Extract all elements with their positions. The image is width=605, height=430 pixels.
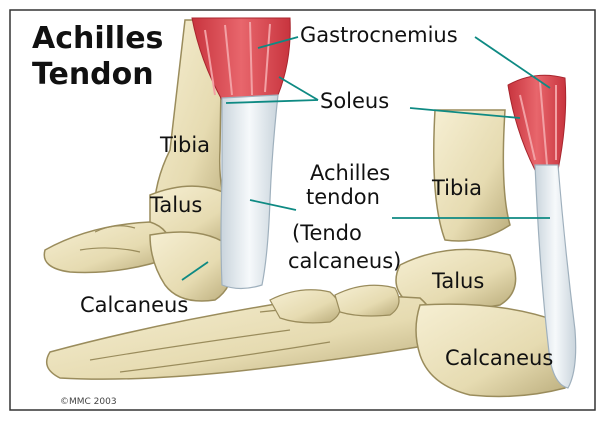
label-soleus: Soleus <box>320 89 389 113</box>
label-achilles-line-1: Achilles <box>310 161 390 185</box>
label-achilles-line-2: tendon <box>306 185 380 209</box>
title-line-2: Tendon <box>32 57 154 92</box>
label-calcaneus-left: Calcaneus <box>80 293 188 317</box>
title-line-1: Achilles <box>32 21 163 56</box>
label-calcaneus-right: Calcaneus <box>445 346 553 370</box>
label-talus-left: Talus <box>149 193 202 217</box>
label-achilles-line-3: (Tendo <box>292 221 362 245</box>
copyright-text: ©MMC 2003 <box>60 397 117 407</box>
label-tibia-left: Tibia <box>159 133 210 157</box>
label-achilles-line-4: calcaneus) <box>288 249 401 273</box>
label-gastrocnemius: Gastrocnemius <box>300 23 458 47</box>
label-talus-right: Talus <box>431 269 484 293</box>
label-tibia-right: Tibia <box>431 176 482 200</box>
